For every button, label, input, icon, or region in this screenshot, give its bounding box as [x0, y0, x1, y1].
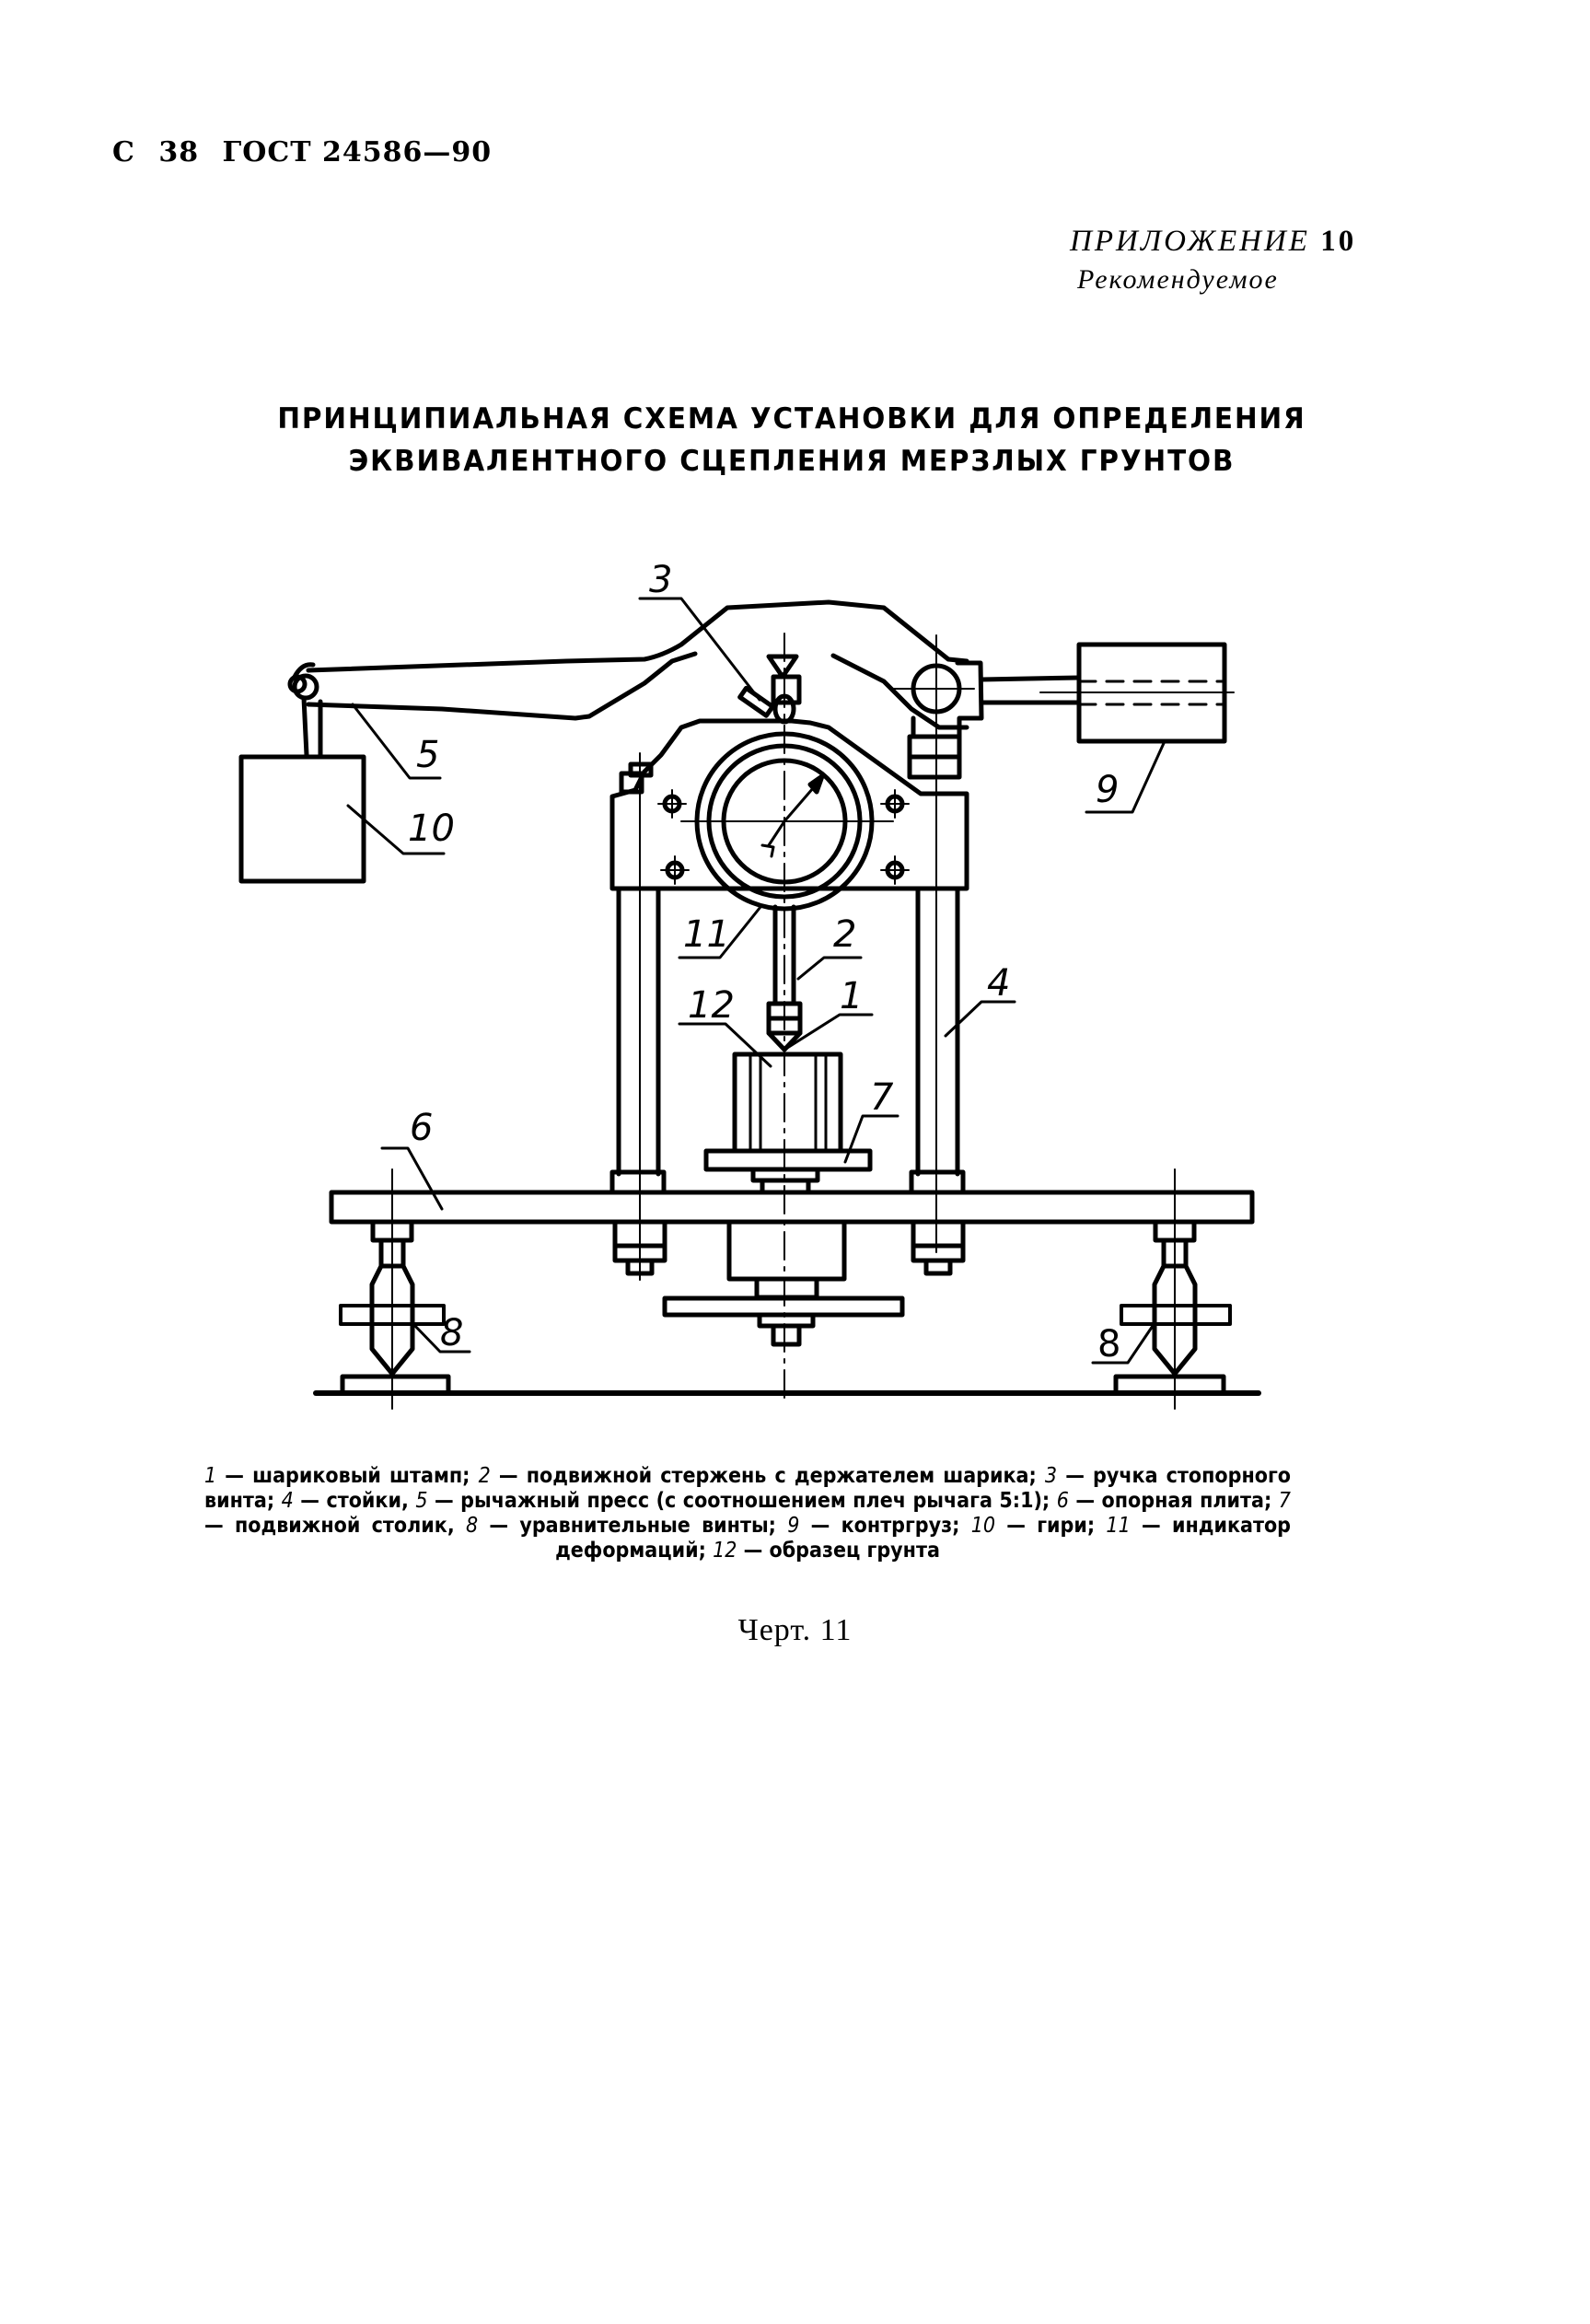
appendix-title: ПРИЛОЖЕНИЕ 10 — [1070, 221, 1356, 261]
callout-8-right: 8 — [1097, 1323, 1121, 1365]
callout-2: 2 — [833, 913, 857, 956]
lever-press — [287, 599, 969, 758]
page-header: С 38 ГОСТ 24586—90 — [112, 136, 505, 168]
legend-item: 3 — ручка стопорного винта; — [204, 1464, 1291, 1513]
legend-item: 2 — подвижной стержень с держателем шари… — [478, 1464, 1037, 1488]
callout-8-left: 8 — [440, 1312, 464, 1354]
legend-item: 12 — образец грунта — [713, 1539, 940, 1563]
levelling-screw-left — [339, 1168, 451, 1410]
callout-3: 3 — [649, 559, 673, 601]
appendix-block: ПРИЛОЖЕНИЕ 10 Рекомендуемое — [1070, 221, 1356, 298]
document-title: ПРИНЦИПИАЛЬНАЯ СХЕМА УСТАНОВКИ ДЛЯ ОПРЕД… — [180, 398, 1404, 482]
dial-indicator — [680, 731, 894, 912]
callout-11: 11 — [683, 913, 730, 956]
callout-1: 1 — [840, 975, 864, 1017]
leader-lines — [346, 597, 1166, 1365]
figure-caption: Черт. 11 — [737, 1613, 853, 1647]
figure-legend: 1 — шариковый штамп; 2 — подвижной стерж… — [204, 1464, 1291, 1563]
callout-12: 12 — [688, 984, 735, 1027]
legend-item: 6 — опорная плита; — [1056, 1489, 1272, 1513]
page-number: 38 — [158, 136, 200, 168]
title-line-2: ЭКВИВАЛЕНТНОГО СЦЕПЛЕНИЯ МЕРЗЛЫХ ГРУНТОВ — [348, 445, 1236, 478]
callout-7: 7 — [870, 1076, 894, 1119]
legend-item: 10 — гири; — [970, 1514, 1096, 1538]
pivot-counterweight — [890, 634, 1235, 1253]
legend-item: 4 — стойки, — [281, 1489, 409, 1513]
page-prefix: С — [112, 136, 135, 168]
legend-item: 5 — рычажный пресс (с соотношением плеч … — [415, 1489, 1050, 1513]
appendix-number: 10 — [1320, 225, 1357, 258]
callout-4: 4 — [987, 962, 1011, 1005]
table-screw-assembly — [662, 1167, 905, 1347]
soil-sample — [732, 1052, 843, 1154]
callout-10: 10 — [408, 808, 455, 850]
legend-item: 7 — подвижной столик, — [204, 1489, 1291, 1538]
legend-item: 9 — контргруз; — [787, 1514, 960, 1538]
base-plate — [329, 1190, 1255, 1225]
callout-6: 6 — [410, 1107, 434, 1149]
upper-frame — [609, 718, 969, 1281]
standard-number: ГОСТ 24586—90 — [222, 136, 493, 168]
levelling-screw-right — [1113, 1168, 1232, 1410]
appendix-label: ПРИЛОЖЕНИЕ — [1070, 225, 1310, 258]
apparatus-diagram: 3 5 10 9 11 2 12 1 4 7 6 8 8 — [238, 559, 1261, 1410]
legend-item: 1 — шариковый штамп; — [204, 1464, 470, 1488]
title-line-1: ПРИНЦИПИАЛЬНАЯ СХЕМА УСТАНОВКИ ДЛЯ ОПРЕД… — [277, 402, 1306, 436]
legend-item: 8 — уравнительные винты; — [465, 1514, 776, 1538]
appendix-status: Рекомендуемое — [1077, 264, 1279, 295]
legend-item: 11 — индикатор деформаций; — [555, 1514, 1291, 1563]
weights-box — [238, 754, 366, 884]
callout-9: 9 — [1096, 769, 1120, 811]
callout-5: 5 — [416, 734, 440, 776]
